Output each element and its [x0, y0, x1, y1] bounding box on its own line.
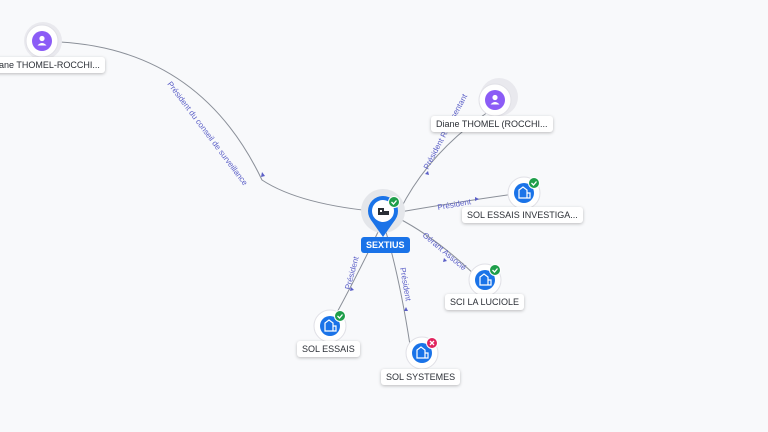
building-icon: [518, 186, 531, 199]
arrow-person1: [261, 172, 265, 177]
node-person1[interactable]: [24, 22, 62, 60]
edge-label-co3: Président: [398, 267, 413, 303]
arrow-co4: [350, 287, 354, 291]
building-icon: [479, 273, 492, 286]
building-icon: [324, 319, 337, 332]
node-co4[interactable]: [313, 309, 347, 343]
active-badge-icon: [388, 196, 400, 208]
node-label-person2[interactable]: Diane THOMEL (ROCCHI...: [431, 116, 553, 132]
building-icon: [378, 208, 389, 215]
node-co1[interactable]: [507, 176, 541, 210]
node-label-co3[interactable]: SOL SYSTEMES: [381, 369, 461, 385]
node-person2[interactable]: [478, 78, 518, 117]
active-badge-icon: [528, 177, 540, 189]
node-co2[interactable]: [468, 263, 502, 297]
arrow-co2: [443, 258, 447, 262]
arrow-co1: [475, 197, 479, 201]
node-label-co1[interactable]: SOL ESSAIS INVESTIGA...: [462, 207, 583, 223]
person-icon: [37, 35, 47, 46]
closed-badge-icon: [426, 337, 438, 349]
active-badge-icon: [489, 264, 501, 276]
building-icon: [416, 346, 429, 359]
edge-label-person1: Président du conseil de surveillance: [165, 80, 249, 188]
node-co3[interactable]: [405, 336, 439, 370]
center-node[interactable]: [361, 189, 405, 237]
edge-person1: [59, 41, 383, 213]
arrow-co3: [404, 307, 408, 311]
node-label-co2[interactable]: SCI LA LUCIOLE: [445, 294, 525, 310]
arrow-person2: [425, 171, 429, 175]
edge-label-co2: Gérant Associé: [421, 231, 469, 273]
person-icon: [490, 94, 500, 105]
node-label-person1[interactable]: ane THOMEL-ROCCHI...: [0, 57, 105, 73]
active-badge-icon: [334, 310, 346, 322]
node-label-co4[interactable]: SOL ESSAIS: [297, 341, 360, 357]
center-node-label[interactable]: SEXTIUS: [361, 237, 410, 253]
